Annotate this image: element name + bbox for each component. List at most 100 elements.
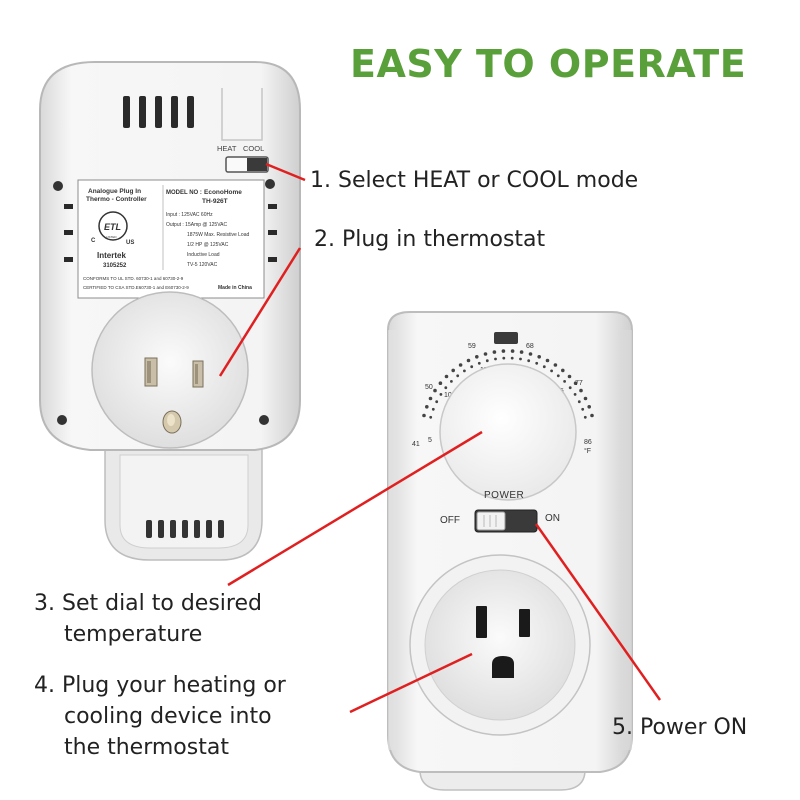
dial-dot <box>458 363 463 367</box>
heat-cool-switch[interactable] <box>225 156 269 173</box>
heat-label: HEAT <box>217 144 237 153</box>
dial-dot <box>561 368 565 373</box>
dial-dot <box>567 374 572 379</box>
plug-prongs <box>144 357 204 434</box>
dial-dot <box>556 374 560 378</box>
dial-dot <box>587 405 591 409</box>
step-3: 3. Set dial to desired temperature <box>34 588 262 650</box>
dial-dot <box>485 359 489 363</box>
dial-dot <box>550 369 553 373</box>
sticker-number: 3105252 <box>103 263 127 269</box>
dial-dot <box>502 356 506 360</box>
on-label: ON <box>545 513 560 524</box>
dial-dot <box>519 357 522 361</box>
temperature-dial[interactable] <box>439 363 577 501</box>
made-in: Made in China <box>218 285 252 291</box>
step-1: 1. Select HEAT or COOL mode <box>310 165 638 196</box>
dial-dot <box>573 381 578 386</box>
conform-line-2: CERTIFIED TO CSA STD.E60730-1 and E60730… <box>83 285 189 290</box>
step-3-line-1: 3. Set dial to desired <box>34 591 262 616</box>
dial-dot <box>431 407 435 411</box>
model-label: MODEL NO : <box>166 190 202 196</box>
front-device: 41 50 59 68 77 86 5 10 15 20 25 30 °C °F… <box>387 311 633 791</box>
step-2: 2. Plug in thermostat <box>314 224 545 255</box>
step-3-line-2: temperature <box>64 622 203 647</box>
pointer-line-3 <box>227 430 483 587</box>
spec-input: Input : 125VAC 60Hz <box>166 212 213 218</box>
pointer-line-5 <box>534 523 662 701</box>
dial-dot <box>579 388 583 393</box>
dial-dot <box>428 396 433 401</box>
step-2-text: 2. Plug in thermostat <box>314 227 546 252</box>
step-4-line-3: the thermostat <box>64 735 229 760</box>
dial-dot <box>545 358 550 363</box>
dial-dot <box>510 356 514 360</box>
dial-dot <box>439 393 443 396</box>
f-label-86: 86 <box>584 439 592 446</box>
dial-dot <box>583 396 588 401</box>
dial-dot <box>583 415 587 419</box>
dial-dot <box>519 350 524 354</box>
cool-label: COOL <box>243 144 264 153</box>
sticker-brand: Intertek <box>97 251 126 260</box>
dial-dot <box>494 357 497 361</box>
dial-dot <box>563 380 566 383</box>
f-label-77: 77 <box>575 380 583 387</box>
dial-dot <box>568 386 572 390</box>
model-number: TH-926T <box>202 198 228 205</box>
power-switch[interactable] <box>474 509 538 533</box>
dial-dot <box>483 352 488 356</box>
pointer-line-4 <box>349 652 473 714</box>
dial-dot <box>475 355 479 359</box>
pointer-lines <box>218 162 662 714</box>
spec-output: Output : 15Amp @ 125VAC <box>166 222 228 228</box>
step-4-line-1: 4. Plug your heating or <box>34 673 286 698</box>
spec-tv: TV-5 120VAC <box>187 262 218 268</box>
dial-dot <box>573 393 577 396</box>
dial-dot <box>542 365 546 369</box>
dial-dot <box>444 374 449 379</box>
dial-dot <box>456 374 460 378</box>
pointer-line-1 <box>265 162 306 182</box>
dial-dot <box>527 359 531 363</box>
pointer-line-2 <box>218 247 302 377</box>
svg-text:ETL: ETL <box>104 222 121 232</box>
f-label-68: 68 <box>526 343 534 350</box>
sticker-heading-1: Analogue Plug In <box>88 188 141 195</box>
power-label: POWER <box>484 490 524 501</box>
model-name: EconoHome <box>204 189 242 196</box>
dial-dot <box>466 358 471 363</box>
dial-dot <box>510 349 515 353</box>
f-label-41: 41 <box>412 441 420 448</box>
dial-dot <box>444 386 448 390</box>
step-4: 4. Plug your heating or cooling device i… <box>34 670 286 763</box>
dial-dot <box>438 381 443 386</box>
dial-dot <box>535 361 539 365</box>
dial-dot <box>477 361 481 365</box>
power-outlet[interactable] <box>409 554 591 736</box>
dial-dot <box>450 380 453 383</box>
c-label-10: 10 <box>444 392 452 399</box>
dial-scale-dots <box>422 349 594 419</box>
dial-dot <box>501 349 506 353</box>
dial-dot <box>577 400 581 404</box>
dial-dot <box>433 388 437 393</box>
svg-text:C: C <box>91 238 96 244</box>
dial-dot <box>492 350 497 354</box>
spec-sticker: Analogue Plug In Thermo - Controller ETL… <box>77 179 265 299</box>
sticker-heading-2: Thermo - Controller <box>86 196 147 203</box>
spec-inductive: Inductive Load <box>187 252 220 258</box>
off-label: OFF <box>440 515 460 526</box>
dial-dot <box>590 413 594 418</box>
f-label-50: 50 <box>425 384 433 391</box>
svg-text:US: US <box>126 240 134 246</box>
dial-dot <box>581 407 585 411</box>
spec-hp: 1/2 HP @ 125VAC <box>187 242 229 248</box>
page-title: EASY TO OPERATE <box>350 42 747 86</box>
spec-load: 1875W Max. Resistive Load <box>187 232 249 238</box>
dial-dot <box>463 369 466 373</box>
step-4-line-2: cooling device into <box>64 704 272 729</box>
dial-dot <box>470 365 474 369</box>
svg-text:LISTED: LISTED <box>106 235 117 239</box>
